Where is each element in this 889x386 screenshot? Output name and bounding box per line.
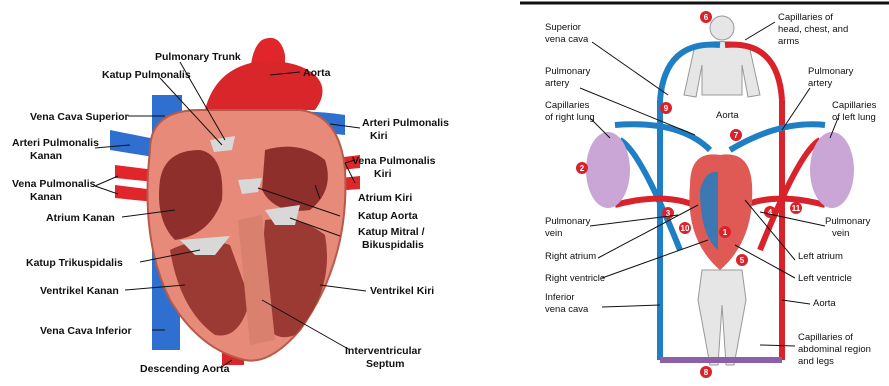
label-vena-cava-inferior: Vena Cava Inferior <box>40 325 132 337</box>
label-arteri-pulmonalis-kanan-2: Kanan <box>30 150 62 162</box>
circulation-figure: 1 2 3 4 5 6 7 8 9 10 11 Superior vena ca… <box>520 0 889 381</box>
svg-text:4: 4 <box>768 208 773 217</box>
label-atrium-kiri: Atrium Kiri <box>358 192 412 204</box>
svg-text:10: 10 <box>681 224 690 233</box>
label-vena-pulmonalis-kiri-1: Vena Pulmonalis <box>352 155 436 167</box>
label-superior-vena-cava-1: Superior <box>545 22 581 33</box>
step-marker-9: 9 <box>660 102 672 114</box>
label-vena-pulmonalis-kiri-2: Kiri <box>374 168 392 180</box>
svg-text:5: 5 <box>740 256 745 265</box>
label-vena-pulmonalis-kanan-2: Kanan <box>30 191 62 203</box>
label-katup-mitral-1: Katup Mitral / <box>358 226 425 238</box>
heart-anatomy-panel: Pulmonary Trunk Katup Pulmonalis Aorta V… <box>0 0 470 381</box>
label-pulmonary-artery-right-2: artery <box>808 78 833 89</box>
label-inferior-vena-cava-1: Inferior <box>545 292 575 303</box>
label-pulmonary-vein-right-1: Pulmonary <box>825 216 871 227</box>
label-capillaries-abdominal-2: abdominal region <box>798 344 871 355</box>
label-superior-vena-cava-2: vena cava <box>545 34 589 45</box>
svg-text:1: 1 <box>723 228 728 237</box>
lower-body-figure <box>698 270 746 365</box>
label-pulmonary-artery-left-1: Pulmonary <box>545 66 591 77</box>
step-marker-7: 7 <box>730 129 742 141</box>
label-aorta-top: Aorta <box>716 110 739 121</box>
label-pulmonary-vein-right-2: vein <box>832 228 849 239</box>
step-marker-2: 2 <box>576 162 588 174</box>
svg-text:2: 2 <box>580 164 585 173</box>
left-lung <box>810 132 854 208</box>
label-capillaries-right-lung-1: Capillaries <box>545 100 590 111</box>
label-ventrikel-kanan: Ventrikel Kanan <box>40 285 119 297</box>
step-marker-4: 4 <box>764 206 776 218</box>
step-marker-1: 1 <box>719 226 731 238</box>
label-katup-aorta: Katup Aorta <box>358 210 418 222</box>
label-interventricular-septum-2: Septum <box>366 358 405 370</box>
label-katup-pulmonalis: Katup Pulmonalis <box>102 69 191 81</box>
step-marker-11: 11 <box>790 202 802 214</box>
label-right-ventricle: Right ventricle <box>545 273 605 284</box>
label-left-ventricle: Left ventricle <box>798 273 852 284</box>
label-pulmonary-trunk: Pulmonary Trunk <box>155 51 241 63</box>
svg-text:6: 6 <box>704 13 709 22</box>
label-arteri-pulmonalis-kiri-2: Kiri <box>370 130 388 142</box>
label-pulmonary-artery-left-2: artery <box>545 78 570 89</box>
label-ventrikel-kiri: Ventrikel Kiri <box>370 285 434 297</box>
label-katup-mitral-2: Bikuspidalis <box>362 239 424 251</box>
label-capillaries-head-2: head, chest, and <box>778 24 848 35</box>
label-capillaries-head-1: Capillaries of <box>778 12 833 23</box>
step-marker-5: 5 <box>736 254 748 266</box>
label-capillaries-abdominal-1: Capillaries of <box>798 332 853 343</box>
svg-text:8: 8 <box>704 368 709 377</box>
step-marker-8: 8 <box>700 366 712 378</box>
label-capillaries-left-lung-1: Capillaries <box>832 100 877 111</box>
svg-text:7: 7 <box>734 131 739 140</box>
heart-shape <box>689 154 752 270</box>
label-aorta-bottom: Aorta <box>813 298 836 309</box>
label-inferior-vena-cava-2: vena cava <box>545 304 589 315</box>
label-capillaries-right-lung-2: of right lung <box>545 112 595 123</box>
label-capillaries-abdominal-3: and legs <box>798 356 834 367</box>
label-right-atrium: Right atrium <box>545 251 596 262</box>
atrium-kiri-chamber <box>262 147 328 211</box>
right-lung <box>586 132 630 208</box>
svg-text:11: 11 <box>792 204 801 213</box>
label-katup-trikuspidalis: Katup Trikuspidalis <box>26 257 123 269</box>
heart-anatomy-figure: Pulmonary Trunk Katup Pulmonalis Aorta V… <box>0 0 470 381</box>
upper-body-figure <box>684 16 760 97</box>
label-atrium-kanan: Atrium Kanan <box>46 212 115 224</box>
label-pulmonary-artery-right-1: Pulmonary <box>808 66 854 77</box>
label-vena-pulmonalis-kanan-1: Vena Pulmonalis <box>12 178 96 190</box>
label-vena-cava-superior: Vena Cava Superior <box>30 111 129 123</box>
label-arteri-pulmonalis-kiri-1: Arteri Pulmonalis <box>362 117 449 129</box>
label-arteri-pulmonalis-kanan-1: Arteri Pulmonalis <box>12 137 99 149</box>
label-descending-aorta: Descending Aorta <box>140 363 230 375</box>
step-marker-6: 6 <box>700 11 712 23</box>
label-interventricular-septum-1: Interventricular <box>345 345 421 357</box>
svg-text:9: 9 <box>664 104 669 113</box>
label-left-atrium: Left atrium <box>798 251 843 262</box>
step-marker-10: 10 <box>679 222 691 234</box>
label-aorta: Aorta <box>303 67 331 79</box>
label-capillaries-head-3: arms <box>778 36 799 47</box>
label-pulmonary-vein-left-2: vein <box>545 228 562 239</box>
circulation-panel: 1 2 3 4 5 6 7 8 9 10 11 Superior vena ca… <box>520 0 889 381</box>
label-pulmonary-vein-left-1: Pulmonary <box>545 216 591 227</box>
label-capillaries-left-lung-2: of left lung <box>832 112 876 123</box>
